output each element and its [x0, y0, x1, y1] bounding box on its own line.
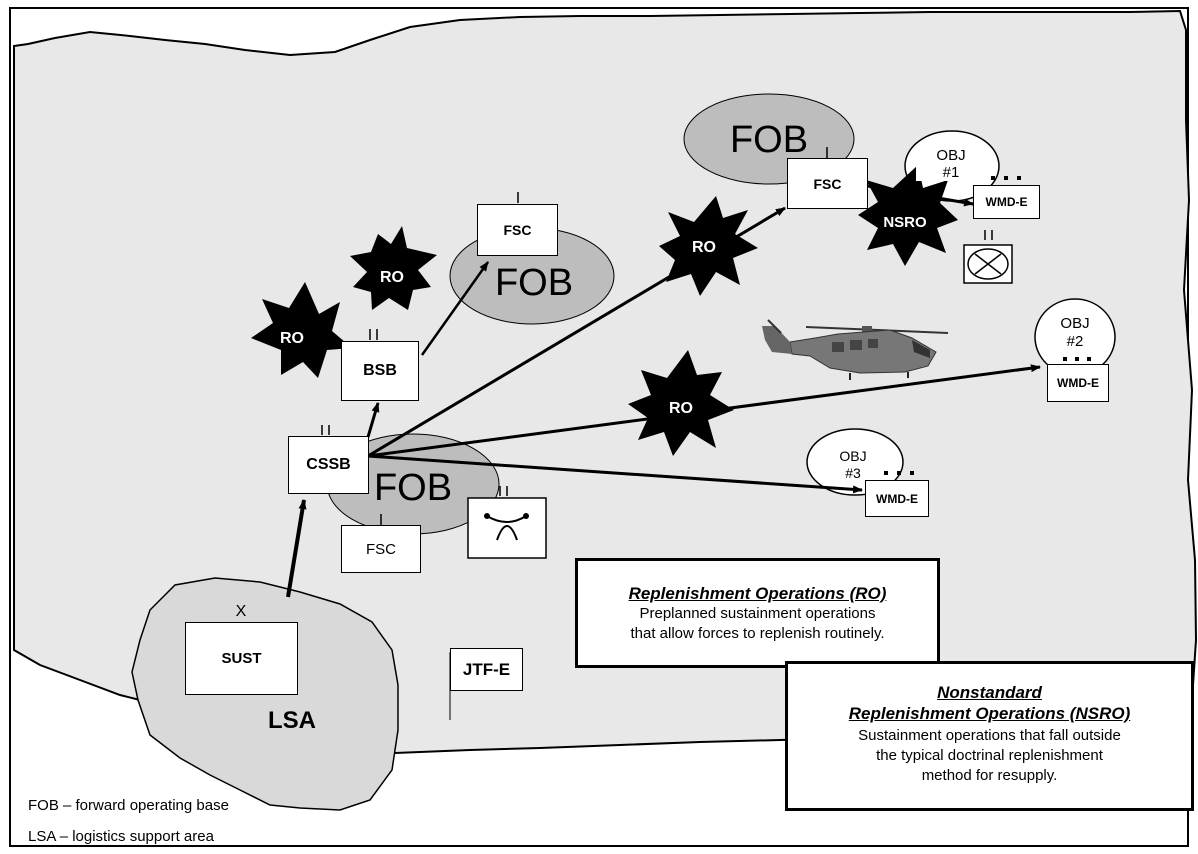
ro-burst-4 [628, 350, 734, 456]
nsro-callout-line2: the typical doctrinal replenishment [876, 747, 1103, 764]
jtf-flag: JTF-E [450, 648, 523, 691]
ro-label-4: RO [669, 400, 693, 417]
ro-callout-line2: that allow forces to replenish routinely… [630, 625, 885, 642]
ro-label-2: RO [380, 269, 404, 286]
obj2-label: OBJ #2 [1060, 315, 1090, 350]
wmd-box-1: WMD-E [973, 185, 1040, 219]
fob-label-top: FOB [730, 119, 808, 161]
ro-burst-1 [251, 282, 352, 378]
helicopter-icon [762, 319, 949, 380]
ro-burst-2 [350, 226, 437, 310]
obj3-ellipse [806, 428, 904, 496]
fsc-box-mid: FSC [477, 204, 558, 256]
aviation-unit-icon [467, 497, 547, 559]
nsro-label: NSRO [883, 214, 927, 231]
obj1-label: OBJ #1 [916, 147, 986, 181]
ro-burst-3 [659, 196, 758, 296]
nsro-callout-line1: Sustainment operations that fall outside [858, 727, 1121, 744]
nsro-callout-line3: method for resupply. [921, 767, 1058, 784]
arrow-cssb-bsb [366, 402, 380, 438]
fsc-box-bottom: FSC [341, 525, 421, 573]
cssb-box: CSSB [288, 436, 369, 494]
unit-ticks [321, 147, 993, 525]
arrow-bsb-fsc [420, 261, 490, 356]
lsa-label: LSA [268, 707, 316, 734]
sust-box: SUST [185, 622, 298, 695]
nsro-callout-title2: Replenishment Operations (NSRO) [848, 704, 1131, 723]
ro-callout-line1: Preplanned sustainment operations [639, 605, 876, 622]
fob-label-mid: FOB [495, 262, 573, 304]
nsro-callout: Nonstandard Replenishment Operations (NS… [785, 661, 1194, 811]
obj3-label: OBJ #3 [839, 448, 867, 481]
nsro-callout-title1: Nonstandard [937, 683, 1042, 702]
sust-echelon-mark: X [236, 603, 247, 620]
nsro-burst [858, 165, 958, 266]
ro-callout-title: Replenishment Operations (RO) [628, 584, 887, 603]
wmd-box-2: WMD-E [1047, 364, 1109, 402]
legend-lsa: LSA – logistics support area [28, 828, 214, 845]
unit-size-dots [884, 176, 1091, 475]
cbrn-unit-icon [963, 244, 1013, 284]
wmd-box-3: WMD-E [865, 480, 929, 517]
fob-label-bottom: FOB [374, 467, 452, 509]
fsc-box-top: FSC [787, 158, 868, 209]
ro-label-3: RO [692, 239, 716, 256]
bsb-box: BSB [341, 341, 419, 401]
arrow-sust-cssb [286, 499, 307, 598]
ro-callout: Replenishment Operations (RO) Preplanned… [575, 558, 940, 668]
ro-label-1: RO [280, 330, 304, 347]
legend-fob: FOB – forward operating base [28, 797, 229, 814]
arrow-cssb-obj3 [367, 454, 863, 494]
